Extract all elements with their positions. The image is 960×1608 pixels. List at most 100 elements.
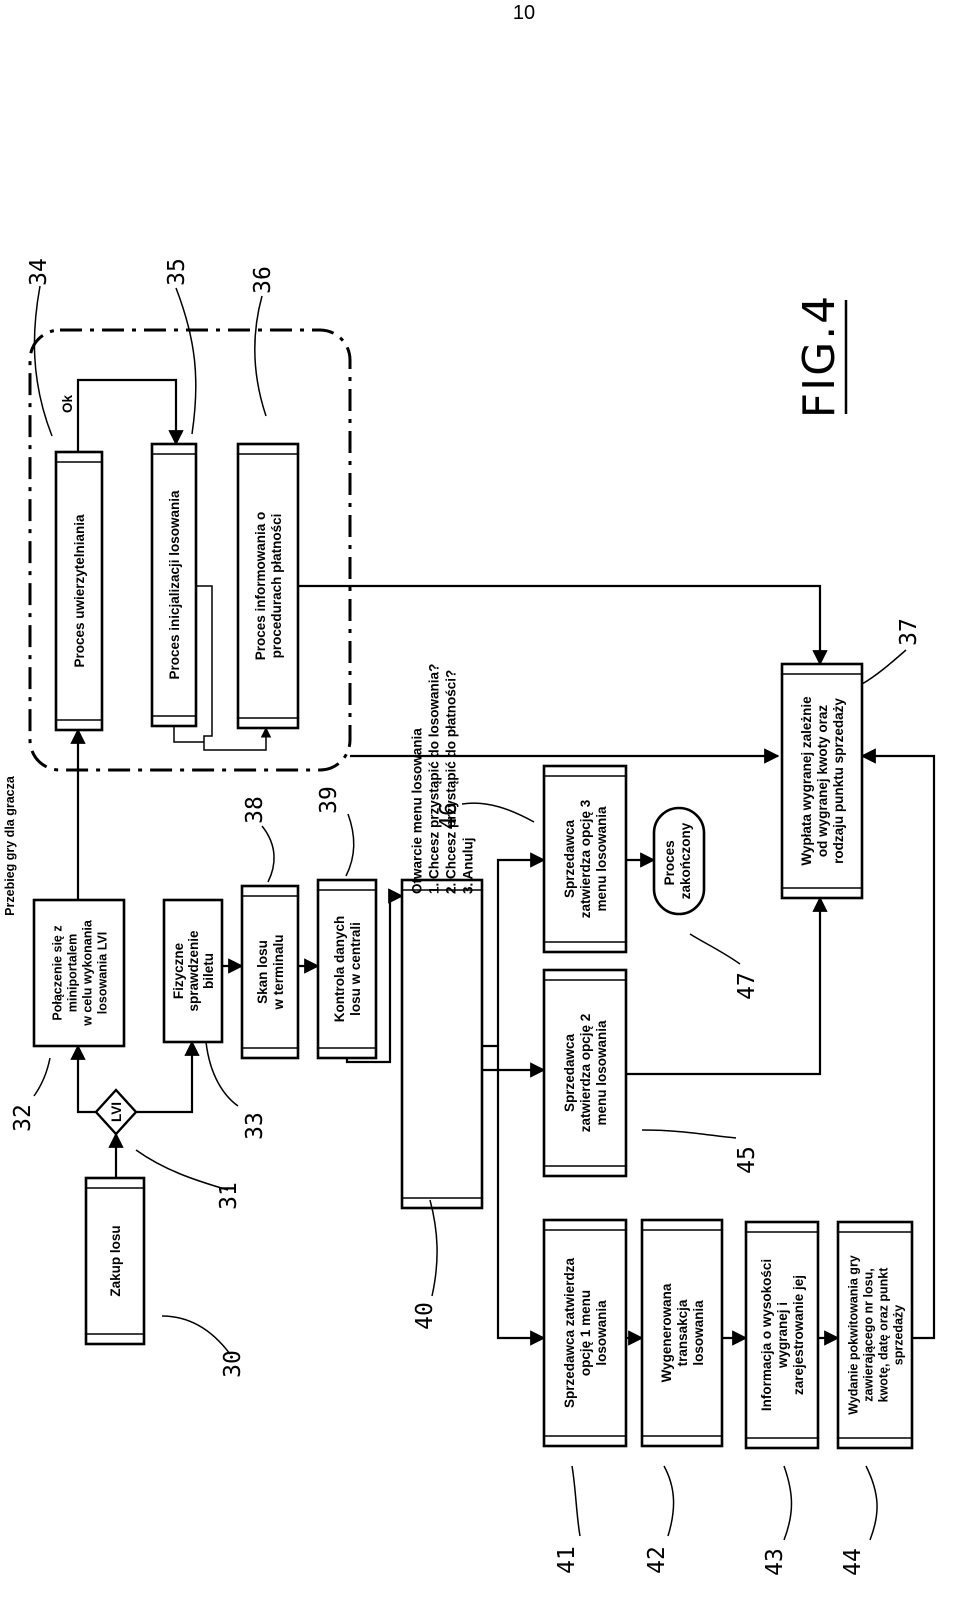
- n44-line2: zawierającego nr losu,: [862, 1268, 876, 1401]
- n41-line2: opcję 1 menu: [578, 1290, 593, 1376]
- seller-option3-box: Sprzedawcazatwierdza opcję 3menu losowan…: [542, 764, 628, 954]
- n33-line1: Fizyczne: [171, 942, 186, 999]
- data-control-box: Kontrola danychlosu w centrali: [316, 878, 378, 1060]
- ref-32: 32: [10, 1104, 36, 1132]
- n43-line1: Informacja o wysokości: [759, 1259, 774, 1411]
- n32-line1: Połączenie się z: [51, 925, 65, 1020]
- n40-line2: 1. Chcesz przystąpić do losowania?: [427, 664, 442, 894]
- svg-text:Sprzedawcazatwierdza opcję 3me: Sprzedawcazatwierdza opcję 3menu losowan…: [562, 799, 609, 918]
- n41-line1: Sprzedawca zatwierdza: [562, 1257, 577, 1408]
- n45-line2: zatwierdza opcję 2: [578, 1014, 593, 1133]
- ref-30: 30: [220, 1350, 246, 1378]
- connect-miniportal-box: Połączenie się zminiportalemw celu wykon…: [32, 898, 126, 1048]
- authentication-process-box: Proces uwierzytelniania: [54, 450, 104, 732]
- n47-line2: zakończony: [678, 822, 693, 899]
- figure-label-text: FIG.4: [794, 294, 845, 418]
- n43-line3: zarejestrowanie jej: [791, 1275, 806, 1395]
- ref-38: 38: [242, 796, 268, 824]
- decision-lvi-label: LVI: [109, 1102, 124, 1122]
- draw-init-process-box: Proces inicjalizacji losowania: [150, 442, 198, 728]
- svg-text:Kontrola danychlosu w centrali: Kontrola danychlosu w centrali: [332, 916, 363, 1023]
- win-info-box: Informacja o wysokościwygranej izarejest…: [744, 1220, 820, 1450]
- ref-43: 43: [762, 1548, 788, 1576]
- edge-label-ok: Ok: [60, 395, 75, 414]
- n40-line4: 3. Anuluj: [461, 838, 476, 895]
- n32-line2: miniportalem: [66, 934, 80, 1013]
- n39-line1: Kontrola danych: [332, 916, 347, 1023]
- process-group-frame: [28, 328, 352, 772]
- physical-check-box: Fizycznesprawdzeniebiletu: [162, 898, 224, 1044]
- n39-line2: losu w centrali: [348, 922, 363, 1016]
- svg-text:Proces informowania oprocedura: Proces informowania oprocedurach płatnoś…: [253, 512, 284, 661]
- n35-line1: Proces inicjalizacji losowania: [167, 490, 182, 680]
- reference-numerals: 34 35 36 37 38 39 46 47 45 40 33 31 30 3…: [10, 258, 922, 1576]
- n37-line2: od wygranej kwoty oraz: [815, 705, 830, 858]
- ticket-scan-box: Skan losuw terminalu: [240, 884, 300, 1060]
- payout-box: Wypłata wygranej zależnieod wygranej kwo…: [780, 662, 864, 900]
- n44-line3: kwotę, datę oraz punkt: [877, 1267, 891, 1403]
- n32-line4: losowania LVI: [96, 932, 110, 1014]
- diagram-header: Przebieg gry dla gracza: [3, 775, 17, 916]
- ref-35: 35: [164, 258, 190, 286]
- ref-47: 47: [734, 972, 760, 1000]
- n37-line3: rodzaju punktu sprzedaży: [831, 698, 846, 864]
- decision-lvi: LVI: [94, 1088, 138, 1136]
- svg-text:Sprzedawca zatwierdzaopcję 1 m: Sprzedawca zatwierdzaopcję 1 menulosowan…: [562, 1257, 609, 1408]
- svg-text:Informacja o wysokościwygranej: Informacja o wysokościwygranej izarejest…: [759, 1259, 806, 1411]
- n46-line3: menu losowania: [594, 806, 609, 912]
- svg-text:Proces inicjalizacji losowania: Proces inicjalizacji losowania: [167, 490, 182, 680]
- ref-45: 45: [734, 1146, 760, 1174]
- svg-text:Proces zakończony: Proces zakończony: [662, 822, 693, 899]
- n42-line2: transakcja: [675, 1299, 690, 1366]
- page-number: 10: [512, 2, 536, 24]
- svg-text:Wypłata wygranej zależnieod wy: Wypłata wygranej zależnieod wygranej kwo…: [799, 696, 846, 866]
- ref-36: 36: [250, 266, 276, 294]
- ref-33: 33: [242, 1112, 268, 1140]
- svg-text:Wygenerowanatransakcjalosowani: Wygenerowanatransakcjalosowania: [659, 1283, 706, 1382]
- svg-text:Skan losuw terminalu: Skan losuw terminalu: [255, 934, 286, 1010]
- n42-line3: losowania: [691, 1300, 706, 1366]
- receipt-box: Wydanie pokwitowania gryzawierającego nr…: [836, 1220, 914, 1450]
- ref-37: 37: [896, 618, 922, 646]
- reference-leaders: [33, 285, 907, 1541]
- n45-line1: Sprzedawca: [562, 1033, 577, 1112]
- n47-line1: Proces: [662, 840, 677, 885]
- n37-line1: Wypłata wygranej zależnie: [799, 696, 814, 866]
- ref-39: 39: [316, 786, 342, 814]
- ref-46: 46: [436, 802, 462, 830]
- n40-line3: 2. Chcesz przystąpić do płatności?: [444, 670, 459, 894]
- n43-line2: wygranej i: [775, 1302, 790, 1369]
- svg-text:Zakup losu: Zakup losu: [108, 1225, 123, 1296]
- draw-transaction-box: Wygenerowanatransakcjalosowania: [640, 1218, 724, 1448]
- n32-line3: w celu wykonania: [81, 919, 95, 1027]
- n30-line1: Zakup losu: [108, 1225, 123, 1296]
- n46-line1: Sprzedawca: [562, 819, 577, 898]
- n36-line1: Proces informowania o: [253, 512, 268, 661]
- connectors: [70, 378, 936, 1346]
- n41-line3: losowania: [594, 1300, 609, 1366]
- n33-line3: biletu: [201, 953, 216, 989]
- svg-text:Fizycznesprawdzeniebiletu: Fizycznesprawdzeniebiletu: [171, 930, 216, 1012]
- n38-line1: Skan losu: [255, 940, 270, 1004]
- n33-line2: sprawdzenie: [186, 930, 201, 1012]
- svg-text:Proces uwierzytelniania: Proces uwierzytelniania: [72, 514, 87, 668]
- n36-line2: procedurach płatności: [269, 514, 284, 659]
- n38-line2: w terminalu: [271, 934, 286, 1010]
- figure-label: FIG.4: [794, 294, 848, 418]
- payment-info-process-box: Proces informowania oprocedurach płatnoś…: [236, 442, 300, 730]
- ref-34: 34: [26, 258, 52, 286]
- n40-line1: Otwarcie menu losowania: [410, 728, 425, 894]
- n42-line1: Wygenerowana: [659, 1283, 674, 1382]
- ref-41: 41: [554, 1546, 580, 1574]
- svg-text:Sprzedawcazatwierdza opcję 2me: Sprzedawcazatwierdza opcję 2menu losowan…: [562, 1014, 609, 1133]
- n44-line4: sprzedaży: [892, 1305, 906, 1365]
- seller-option1-box: Sprzedawca zatwierdzaopcję 1 menulosowan…: [542, 1218, 628, 1448]
- n45-line3: menu losowania: [594, 1020, 609, 1126]
- svg-text:Połączenie się zminiportalemw: Połączenie się zminiportalemw celu wykon…: [51, 919, 110, 1027]
- ref-42: 42: [644, 1546, 670, 1574]
- n34-line1: Proces uwierzytelniania: [72, 514, 87, 668]
- ref-40: 40: [412, 1302, 438, 1330]
- svg-text:Wydanie pokwitowania gryzawier: Wydanie pokwitowania gryzawierającego nr…: [847, 1255, 906, 1415]
